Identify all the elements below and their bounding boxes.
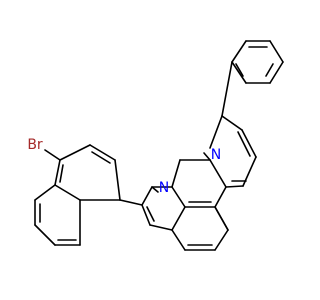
bond-line [149,224,173,231]
bond-line [265,63,274,77]
bond-line [214,206,229,231]
bond-line [221,115,243,131]
bond-group [34,40,284,251]
bond-line [141,204,151,226]
bond-line [241,129,257,158]
bond-line [225,185,244,188]
bond-line [171,159,181,188]
bond-line [141,186,153,206]
bond-line [269,61,284,84]
bond-line [54,184,81,201]
bond-line [171,206,186,231]
bond-line [34,184,56,201]
bond-line [231,61,247,84]
bond-line [59,144,91,161]
atom-label-nitrogen-2: N [211,147,221,163]
atom-label-nitrogen-1: N [159,180,169,196]
bond-line [221,61,233,117]
bond-line [231,40,247,63]
bond-line [119,199,143,206]
atom-label-group: Br N N [27,137,221,196]
bond-line [214,186,227,208]
bond-line [59,164,64,183]
bond-line [146,206,155,222]
bond-line [237,131,251,157]
bond-line [269,40,284,63]
molecule-structure: Br N N [27,40,284,251]
bond-line [209,159,227,188]
bond-line [34,224,56,246]
bond-line [203,152,211,161]
bond-line [114,159,121,201]
bond-line [235,63,244,77]
bond-line [151,186,159,193]
molecule-canvas: Br N N [27,40,284,251]
bond-line [209,115,223,149]
bond-line [89,144,116,161]
bond-line [54,159,61,186]
bond-line [44,149,61,161]
bond-line [171,229,186,251]
atom-label-bromine: Br [27,137,43,153]
bond-line [214,229,229,251]
bond-line [171,186,186,208]
bond-line [91,151,111,164]
